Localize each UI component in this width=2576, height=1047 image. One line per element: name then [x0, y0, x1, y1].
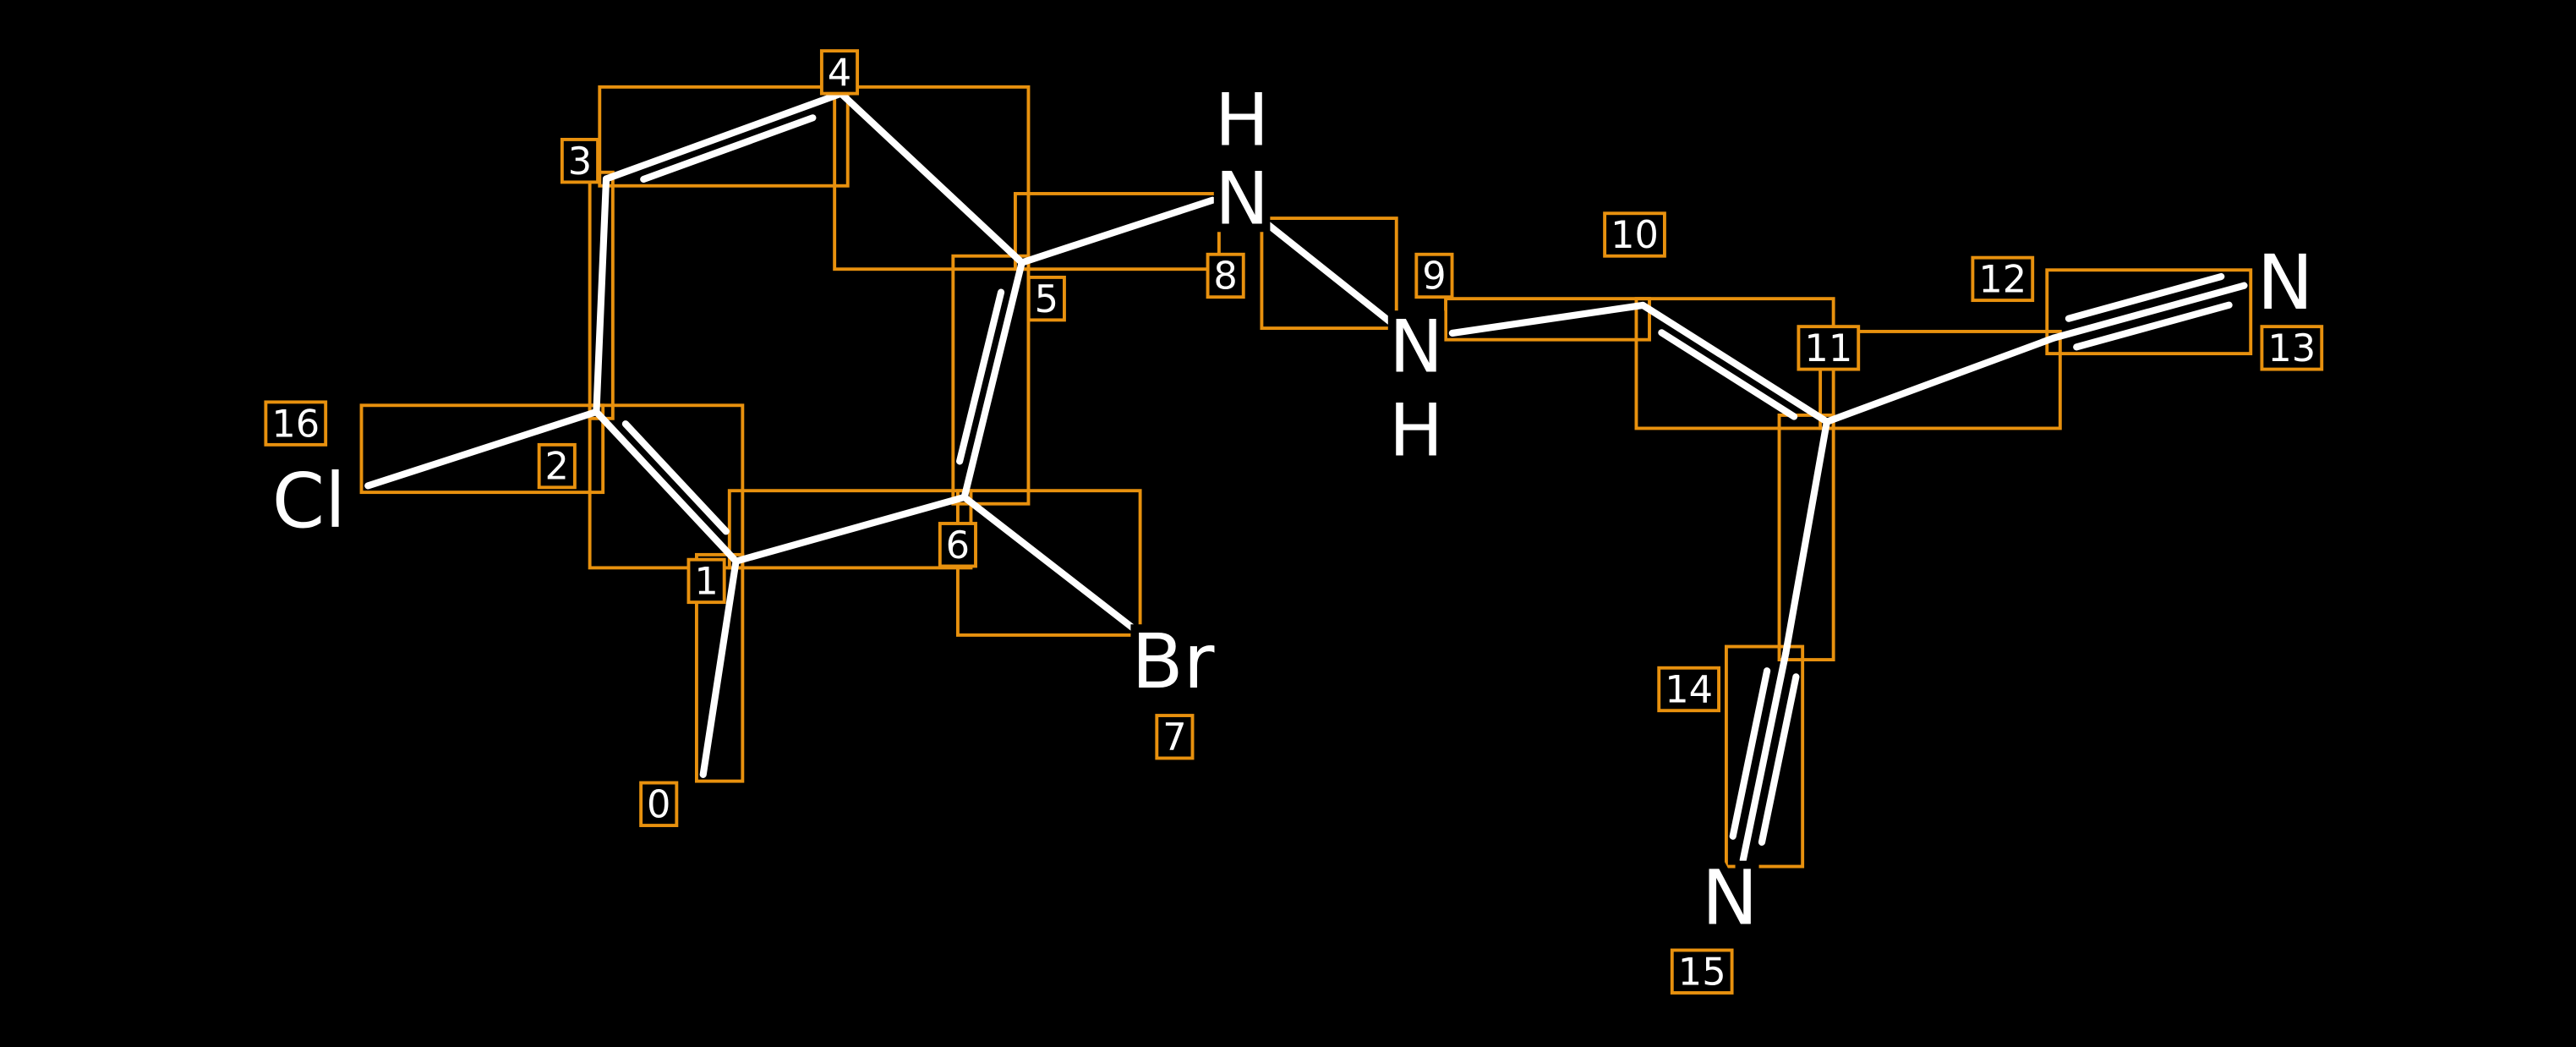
atom-symbol-9: H [1389, 389, 1443, 473]
bond-2-3 [593, 175, 610, 416]
atom-symbol-7: Br [1131, 618, 1214, 706]
bond-box-0-1 [694, 552, 745, 783]
atom-index-16: 16 [271, 402, 320, 446]
bond-box-11-14 [1777, 413, 1835, 661]
atom-index-0: 0 [647, 782, 670, 826]
atom-index-box-9 [1414, 252, 1454, 299]
bond-4-5 [837, 90, 1025, 266]
bond-6-1 [732, 493, 968, 565]
bond-5-6-line1 [956, 288, 1005, 465]
atom-index-15: 15 [1678, 950, 1726, 994]
atom-index-13: 13 [2267, 326, 2316, 370]
bond-3-4-line1 [640, 114, 817, 184]
atom-index-12: 12 [1978, 258, 2026, 302]
atom-index-6: 6 [946, 524, 970, 567]
atom-index-2: 2 [545, 445, 569, 489]
atom-index-7: 7 [1162, 715, 1186, 759]
bond-1-2-line1 [621, 420, 730, 535]
atom-index-10: 10 [1611, 213, 1659, 257]
bond-1-2 [593, 408, 740, 565]
bond-box-3-4 [598, 85, 850, 188]
atom-symbol-9: N [1389, 305, 1443, 389]
bond-9-10 [1448, 301, 1647, 337]
atom-index-box-12 [1971, 255, 2035, 303]
atom-index-box-15 [1670, 948, 1734, 995]
atom-symbol-8: N [1215, 158, 1269, 242]
bond-box-9-10 [1444, 297, 1651, 342]
bond-11-12 [1823, 334, 2058, 425]
atom-index-box-10 [1603, 211, 1666, 258]
atom-index-4: 4 [828, 51, 851, 95]
bond-box-2-16 [359, 403, 605, 495]
bond-10-11 [1639, 301, 1830, 425]
bond-3-4 [602, 90, 845, 183]
bond-12-13-line1 [2065, 272, 2225, 322]
atom-index-box-16 [264, 400, 328, 447]
atom-index-11: 11 [1804, 326, 1852, 370]
bond-10-11-line1 [1658, 329, 1798, 420]
bonds-layer [364, 90, 2248, 863]
atom-index-box-6 [938, 522, 977, 568]
atom-index-box-13 [2260, 325, 2324, 371]
bond-6-7 [960, 493, 1137, 633]
bond-box-8-9 [1260, 217, 1398, 331]
atom-index-box-3 [560, 137, 600, 184]
atom-symbol-15: N [1702, 855, 1758, 943]
bond-box-12-13 [2045, 268, 2253, 356]
bond-box-5-8 [1013, 192, 1221, 271]
bond-box-14-15 [1724, 644, 1805, 869]
atom-index-box-11 [1797, 325, 1861, 371]
atom-index-14: 14 [1665, 668, 1713, 712]
atom-index-3: 3 [568, 140, 592, 184]
bond-14-15-line1 [1758, 673, 1800, 846]
atom-symbol-8: H [1215, 79, 1269, 163]
bond-14-15-line2 [1729, 667, 1771, 840]
atom-index-9: 9 [1422, 255, 1446, 299]
bond-box-11-12 [1819, 330, 2062, 430]
atom-index-5: 5 [1035, 277, 1058, 321]
atom-index-box-8 [1206, 252, 1245, 299]
bond-box-1-2 [588, 403, 745, 570]
bond-boxes-layer [359, 85, 2253, 869]
bond-14-15 [1739, 650, 1790, 863]
bond-12-13 [2049, 282, 2248, 342]
atom-index-1: 1 [694, 560, 718, 604]
atom-symbol-13: N [2257, 239, 2314, 327]
atom-index-box-14 [1657, 666, 1720, 713]
atom-index-box-7 [1155, 714, 1195, 760]
atom-index-box-5 [1026, 275, 1066, 322]
bond-8-9 [1265, 221, 1394, 326]
atom-index-box-1 [686, 557, 726, 605]
bond-box-4-5 [833, 85, 1031, 271]
bond-box-5-6 [951, 254, 1031, 506]
bond-0-1 [699, 557, 740, 778]
bond-11-14 [1782, 418, 1830, 657]
atom-index-box-4 [819, 49, 860, 96]
bond-5-6 [960, 259, 1025, 502]
bond-2-16 [364, 408, 600, 490]
bond-12-13-line2 [2073, 301, 2233, 351]
atom-symbol-16: Cl [272, 458, 346, 545]
atom-index-8: 8 [1213, 255, 1237, 299]
bond-5-8 [1018, 196, 1217, 266]
atom-index-box-2 [537, 442, 577, 490]
atom-index-box-0 [639, 781, 679, 827]
